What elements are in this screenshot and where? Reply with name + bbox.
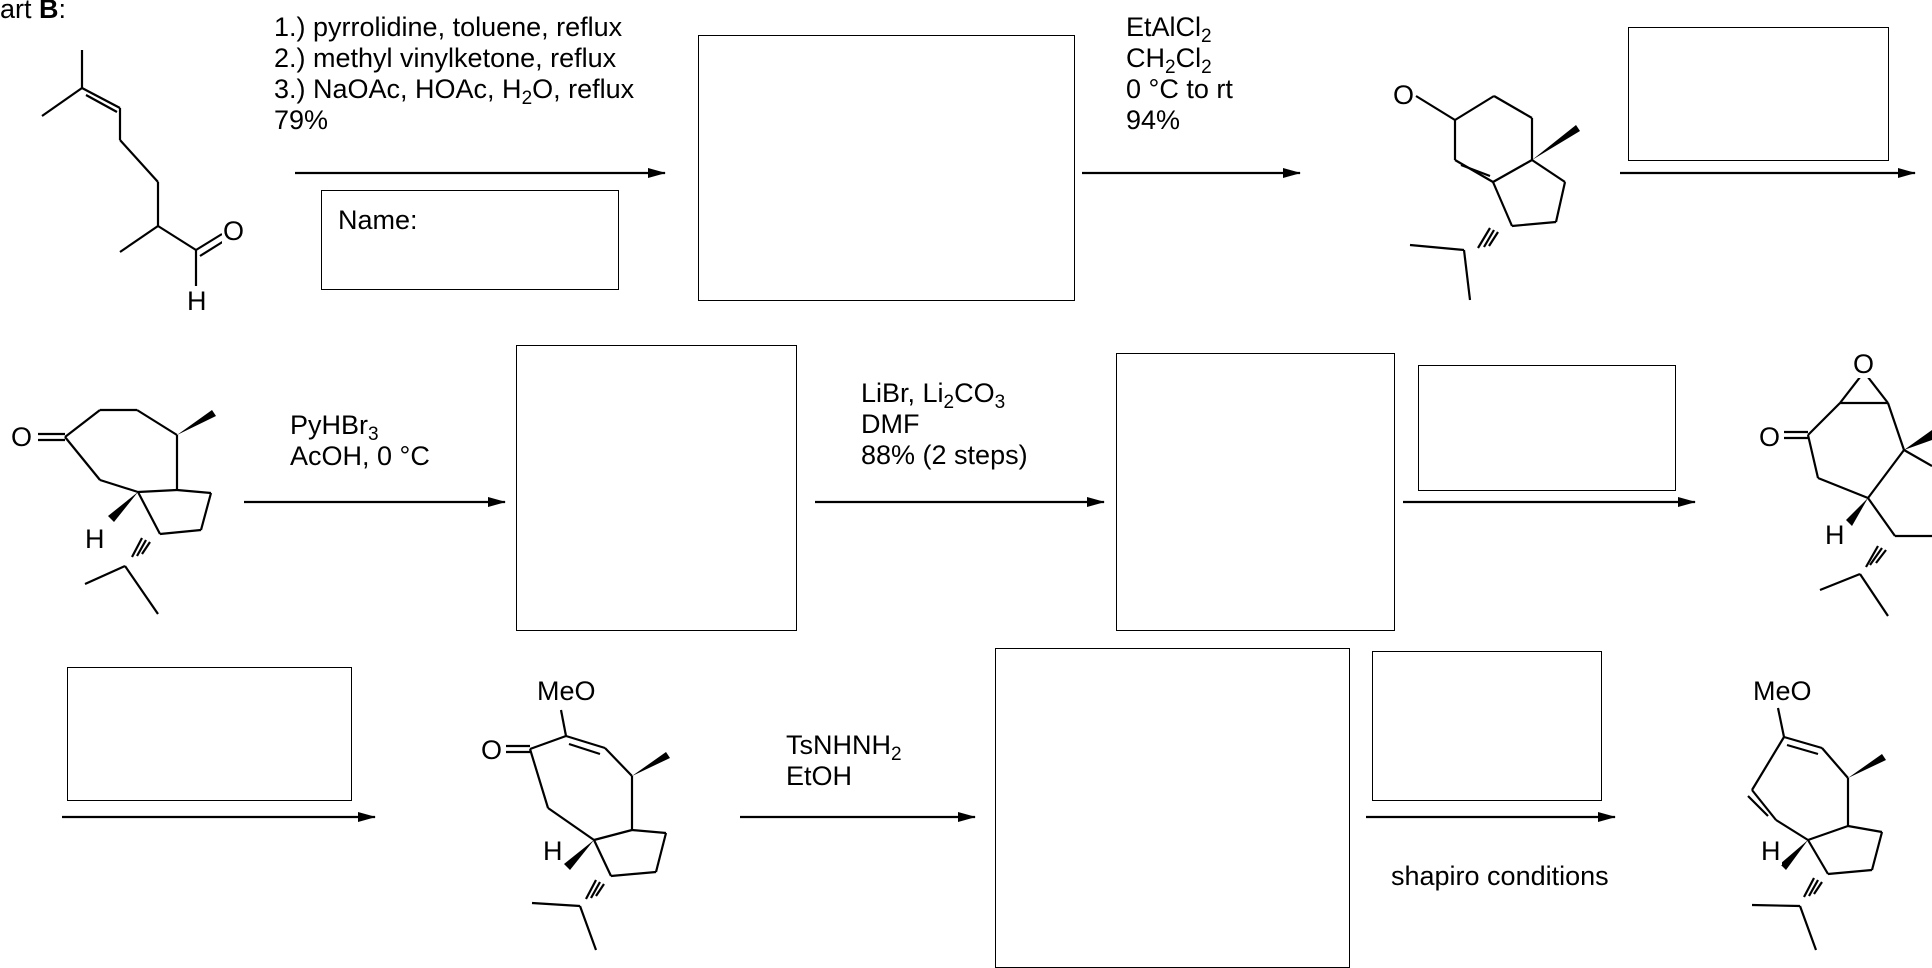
step1-yield: 79%	[274, 105, 329, 135]
molecule-methoxy-diene	[1747, 707, 1886, 951]
atom-O-methoxy-enone: O	[480, 735, 504, 765]
name-label: Name:	[338, 205, 418, 235]
atom-O-ketone-2: O	[10, 422, 34, 452]
step5-conditions: LiBr, Li2CO3 DMF 88% (2 steps)	[861, 378, 1028, 471]
atom-O-epoxide: O	[1852, 349, 1876, 379]
answer-box-reagent-9[interactable]	[1372, 651, 1602, 801]
step5-line1: LiBr, Li2CO3	[861, 378, 1006, 413]
step4-conditions: PyHBr3 AcOH, 0 °C	[290, 410, 430, 472]
step8-conditions: TsNHNH2 EtOH	[786, 730, 902, 792]
atom-O-epoxyketone: O	[1758, 422, 1782, 452]
step1-line3: 3.) NaOAc, HOAc, H2O, reflux	[274, 74, 635, 109]
step5-line3: 88% (2 steps)	[861, 440, 1028, 470]
step1-line1: 1.) pyrrolidine, toluene, reflux	[274, 12, 623, 42]
step5-line2: DMF	[861, 409, 920, 439]
step2-line2: CH2Cl2	[1126, 43, 1212, 78]
atom-MeO-enone: MeO	[536, 676, 597, 706]
step1-conditions: 1.) pyrrolidine, toluene, reflux 2.) met…	[274, 12, 634, 136]
atom-MeO-diene: MeO	[1752, 676, 1813, 706]
atom-H-epoxyketone: H	[1824, 520, 1846, 550]
molecule-citronellal	[41, 50, 225, 286]
answer-box-intermediate-3[interactable]	[1116, 353, 1395, 631]
step8-line2: EtOH	[786, 761, 853, 791]
answer-box-reagent-7[interactable]	[67, 667, 352, 801]
answer-box-intermediate-2[interactable]	[516, 345, 797, 631]
step1-line2: 2.) methyl vinylketone, reflux	[274, 43, 617, 73]
molecule-methoxy-enone	[506, 709, 670, 951]
step2-line1: EtAlCl2	[1126, 12, 1212, 47]
atom-O-enone-1: O	[1392, 80, 1416, 110]
molecule-ketone-2	[38, 408, 216, 615]
step8-line1: TsNHNH2	[786, 730, 902, 765]
name-answer-box[interactable]	[321, 190, 619, 290]
molecule-epoxyketone	[1784, 371, 1932, 617]
step4-line1: PyHBr3	[290, 410, 379, 445]
step2-conditions: EtAlCl2 CH2Cl2 0 °C to rt 94%	[1126, 12, 1233, 136]
answer-box-intermediate-1[interactable]	[698, 35, 1075, 301]
step2-line3: 0 °C to rt	[1126, 74, 1233, 104]
molecule-enone-1	[1409, 95, 1580, 301]
atom-O-citronellal: O	[222, 216, 246, 246]
atom-H-citronellal: H	[186, 286, 208, 316]
answer-box-reagent-6[interactable]	[1418, 365, 1676, 491]
atom-H-diene: H	[1760, 836, 1782, 866]
step9-conditions: shapiro conditions	[1391, 861, 1609, 891]
step2-yield: 94%	[1126, 105, 1181, 135]
answer-box-reagent-3[interactable]	[1628, 27, 1889, 161]
atom-H-ketone-2: H	[84, 524, 106, 554]
step4-line2: AcOH, 0 °C	[290, 441, 430, 471]
atom-H-methoxy-enone: H	[542, 836, 564, 866]
part-heading: art B:	[0, 0, 67, 24]
